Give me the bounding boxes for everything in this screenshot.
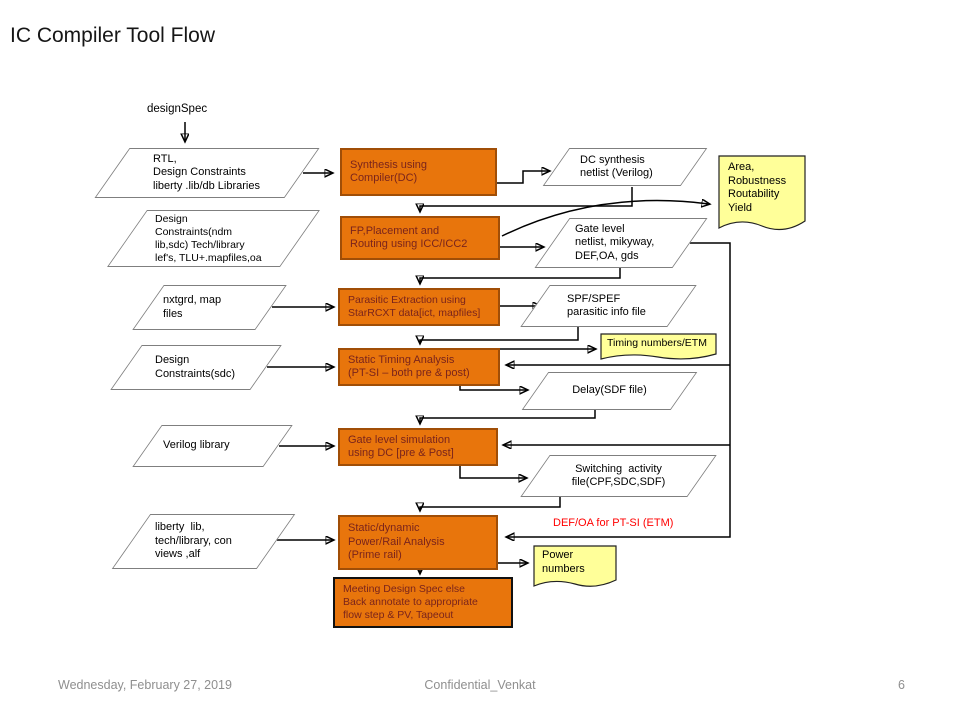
sticky-note-shape <box>718 155 806 231</box>
output-dc-netlist: DC synthesis netlist (Verilog) <box>542 148 708 186</box>
label-def-oa: DEF/OA for PT-SI (ETM) <box>553 517 674 529</box>
process-synthesis: Synthesis using Compiler(DC) <box>340 148 497 196</box>
output-gate-netlist: Gate level netlist, mikyway, DEF,OA, gds <box>534 218 708 268</box>
process-static-timing: Static Timing Analysis (PT-SI – both pre… <box>338 348 500 386</box>
page-title: IC Compiler Tool Flow <box>10 24 216 47</box>
connector-gatenetlist-parasitic <box>420 268 621 283</box>
output-delay-sdf: Delay(SDF file) <box>521 372 698 410</box>
footer-center-text: Confidential_Venkat <box>424 678 536 692</box>
process-fp-routing: FP,Placement and Routing using ICC/ICC2 <box>340 216 500 260</box>
output-spf-spef: SPF/SPEF parasitic info file <box>520 285 697 327</box>
note-timing-numbers: Timing numbers/ETM <box>600 333 717 363</box>
connector-delay-gatesim <box>420 410 596 423</box>
input-liberty-lib: liberty lib, tech/library, con views ,al… <box>111 514 296 569</box>
process-power-rail: Static/dynamic Power/Rail Analysis (Prim… <box>338 515 498 570</box>
input-nxtgrd-map: nxtgrd, map files <box>132 285 287 330</box>
connector-sta-delay <box>459 386 527 390</box>
connector-gatesim-switching <box>459 466 526 478</box>
connector-switching-power <box>420 497 561 510</box>
label-design-spec: designSpec <box>147 103 208 115</box>
process-gate-sim: Gate level simulation using DC [pre & Po… <box>338 428 498 466</box>
sticky-note-shape <box>533 545 617 587</box>
output-switching-activity: Switching activity file(CPF,SDC,SDF) <box>520 455 717 497</box>
input-rtl: RTL, Design Constraints liberty .lib/db … <box>94 148 320 198</box>
connector-spf-sta <box>420 327 579 343</box>
process-parasitic-extraction: Parasitic Extraction using StarRCXT data… <box>338 288 500 326</box>
sticky-note-shape <box>600 333 717 360</box>
footer-date: Wednesday, February 27, 2019 <box>58 678 232 692</box>
footer-page-number: 6 <box>898 678 905 692</box>
connector-synthesis-dcnetlist <box>497 171 549 184</box>
note-area-robustness: Area, Robustness Routability Yield <box>718 155 806 237</box>
process-meeting-spec: Meeting Design Spec else Back annotate t… <box>333 577 513 628</box>
input-design-constraints-ndm: Design Constraints(ndm lib,sdc) Tech/lib… <box>107 210 320 267</box>
input-design-constraints-sdc: Design Constraints(sdc) <box>110 345 282 390</box>
note-power-numbers: Power numbers <box>533 545 617 591</box>
input-verilog-library: Verilog library <box>132 425 293 467</box>
